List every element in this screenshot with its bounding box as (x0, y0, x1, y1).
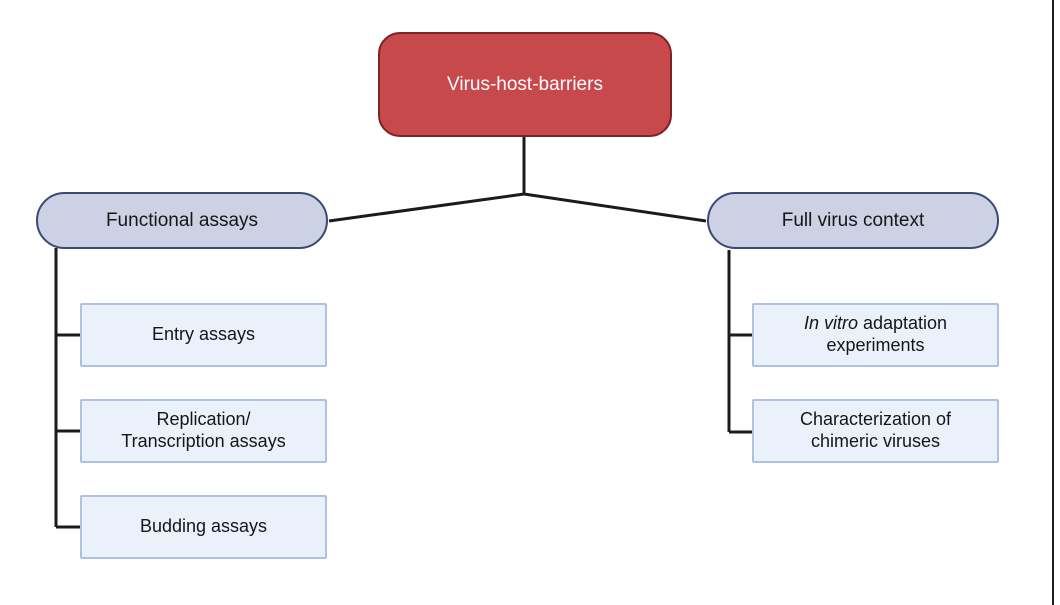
node-branch-functional-assays[interactable]: Functional assays (36, 192, 328, 249)
node-leaf-label: Characterization of chimeric viruses (800, 409, 951, 453)
node-leaf-replication-transcription-assays[interactable]: Replication/ Transcription assays (80, 399, 327, 463)
node-branch-label: Full virus context (781, 209, 925, 231)
node-branch-label: Functional assays (105, 209, 259, 231)
node-leaf-label: In vitro adaptation experiments (804, 313, 947, 357)
node-leaf-characterization-of-chimeric-viruses[interactable]: Characterization of chimeric viruses (752, 399, 999, 463)
node-root-label: Virus-host-barriers (447, 73, 603, 95)
page-right-border (1052, 0, 1054, 605)
node-leaf-label-line2: experiments (826, 335, 925, 355)
node-leaf-in-vitro-adaptation-experiments[interactable]: In vitro adaptation experiments (752, 303, 999, 367)
node-leaf-entry-assays[interactable]: Entry assays (80, 303, 327, 367)
node-leaf-label-line1-rest: adaptation (857, 313, 948, 334)
node-leaf-label-line1: Characterization of (799, 409, 952, 430)
node-leaf-label: Budding assays (139, 516, 268, 537)
node-root-virus-host-barriers[interactable]: Virus-host-barriers (378, 32, 672, 137)
node-branch-full-virus-context[interactable]: Full virus context (707, 192, 999, 249)
node-leaf-label-line2: chimeric viruses (810, 431, 940, 451)
node-leaf-label: Replication/ Transcription assays (121, 409, 285, 453)
node-leaf-budding-assays[interactable]: Budding assays (80, 495, 327, 559)
node-leaf-label-italic: In vitro (803, 313, 858, 334)
node-leaf-label-line2: Transcription assays (121, 431, 286, 451)
node-leaf-label: Entry assays (151, 324, 256, 345)
node-leaf-label-line1: Replication/ (156, 409, 251, 430)
